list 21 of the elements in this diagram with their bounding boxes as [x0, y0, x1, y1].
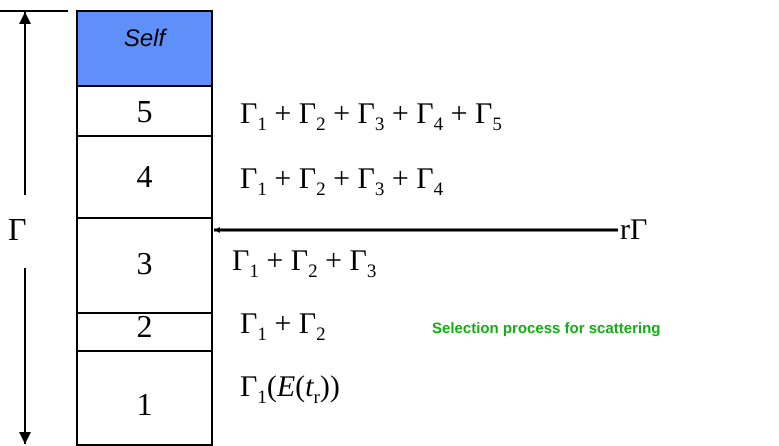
stack-segment — [76, 217, 213, 314]
segment-number: 3 — [136, 246, 154, 280]
self-segment — [76, 10, 213, 87]
formula-text: rΓ — [620, 213, 648, 247]
stack-segment — [76, 135, 213, 219]
formula-text: Γ$_{1}$ + Γ$_{2}$ + Γ$_{3}$ + Γ$_{4}$ — [240, 162, 444, 202]
segment-number: 4 — [136, 159, 154, 193]
segment-number: 2 — [136, 309, 154, 343]
segment-label: Self — [122, 24, 168, 54]
formula-text: Γ$_{1}$ + Γ$_{2}$ + Γ$_{3}$ — [232, 244, 376, 284]
formula-text: Γ$_{1}$(E(t$_{r}$)) — [240, 370, 340, 410]
stack-segment — [76, 350, 213, 446]
segment-number: 5 — [136, 94, 154, 128]
formula-text: Γ$_{1}$ + Γ$_{2}$ + Γ$_{3}$ + Γ$_{4}$ + Γ$_{5}$ — [240, 97, 502, 137]
caption-text: Selection process for scattering — [432, 320, 660, 337]
stack-segment — [76, 85, 213, 137]
arrow — [214, 227, 618, 233]
formula-text: Γ$_{1}$ + Γ$_{2}$ — [240, 307, 326, 347]
dimension-label: Γ — [8, 212, 26, 246]
stack-segment — [76, 312, 213, 352]
segment-number: 1 — [136, 387, 154, 421]
